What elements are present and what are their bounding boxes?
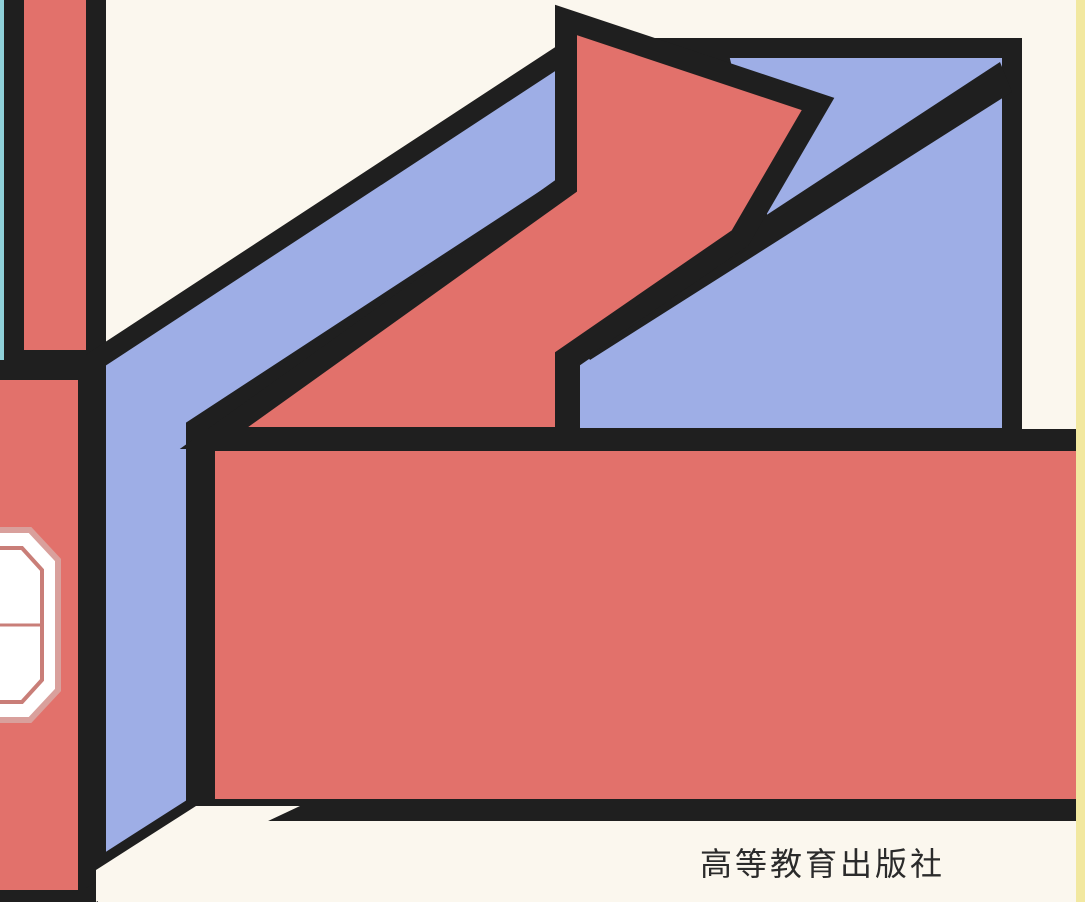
top-left-red-bar [4,0,106,370]
red-arrow-shape [179,4,835,449]
library-sticker [0,527,61,723]
publisher-name: 高等教育出版社 [700,845,946,883]
lower-blue-shadow [96,806,300,902]
right-edge-strip [1076,0,1085,902]
large-red-bar [193,429,1085,821]
